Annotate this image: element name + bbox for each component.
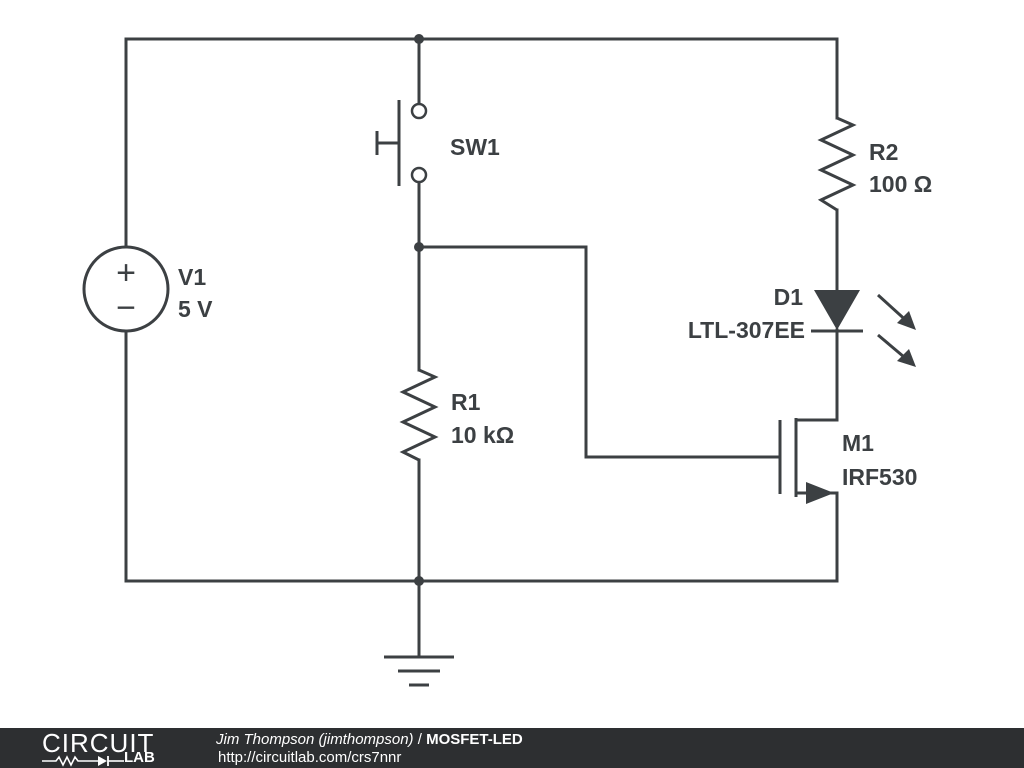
v1-minus-sign: −: [116, 289, 136, 327]
author-name[interactable]: Jim Thompson (jimthompson): [216, 731, 414, 748]
circuit-title[interactable]: MOSFET-LED: [426, 731, 523, 748]
m1-value-label: IRF530: [842, 464, 917, 490]
logo-resistor-diode-icon: [42, 755, 124, 767]
voltage-source-circle: [82, 245, 170, 333]
wire-gate: [417, 245, 781, 459]
r1-ref-label: R1: [451, 389, 481, 415]
sw1-contact-bottom: [410, 166, 428, 184]
credit-separator: /: [413, 731, 427, 748]
r1-value-label: 10 kΩ: [451, 422, 514, 448]
resistor-r1[interactable]: R1 10 kΩ: [399, 368, 514, 462]
d1-ref-label: D1: [774, 284, 804, 310]
r2-ref-label: R2: [869, 139, 898, 165]
resistor-r2[interactable]: R2 100 Ω: [817, 116, 932, 212]
ground-symbol-icon: [384, 655, 454, 687]
pushbutton-sw1[interactable]: SW1: [375, 100, 500, 186]
r2-value-label: 100 Ω: [869, 171, 932, 197]
sw1-ref-label: SW1: [450, 134, 500, 160]
junction-top: [414, 34, 424, 44]
wire-top-left: [124, 37, 839, 249]
sw1-contact-top: [410, 102, 428, 120]
v1-value-label: 5 V: [178, 296, 213, 322]
d1-triangle: [814, 290, 860, 330]
v1-ref-label: V1: [178, 264, 206, 290]
footer-bar: CIRCUIT LAB Jim Thompson (jimthompson) /…: [0, 728, 1024, 768]
m1-ref-label: M1: [842, 430, 874, 456]
logo-text-circuit: CIRCUIT: [42, 728, 155, 758]
credit-line: Jim Thompson (jimthompson) / MOSFET-LED: [216, 731, 523, 748]
mosfet-m1[interactable]: M1 IRF530: [778, 418, 917, 504]
wire-source: [795, 491, 839, 583]
r2-zigzag: [817, 116, 857, 212]
circuit-schematic: + − V1 5 V SW1 R1 10 kΩ R2 100 Ω D1 L: [82, 34, 932, 687]
logo-text-lab: LAB: [124, 749, 155, 766]
junctions: [414, 34, 424, 586]
led-d1[interactable]: D1 LTL-307EE: [688, 284, 916, 367]
circuit-url-link[interactable]: http://circuitlab.com/crs7nnr: [218, 749, 402, 766]
circuitlab-logo[interactable]: CIRCUIT LAB: [42, 730, 182, 768]
d1-light-arrows-icon: [876, 293, 916, 367]
wire-d1-drain: [795, 328, 839, 422]
junction-mid: [414, 242, 424, 252]
v1-plus-sign: +: [116, 254, 136, 292]
d1-value-label: LTL-307EE: [688, 317, 805, 343]
junction-bottom: [414, 576, 424, 586]
r1-zigzag: [399, 368, 439, 462]
m1-source-arrow-icon: [806, 482, 834, 504]
voltage-source-v1[interactable]: + − V1 5 V: [82, 245, 213, 333]
wires: [124, 37, 839, 657]
